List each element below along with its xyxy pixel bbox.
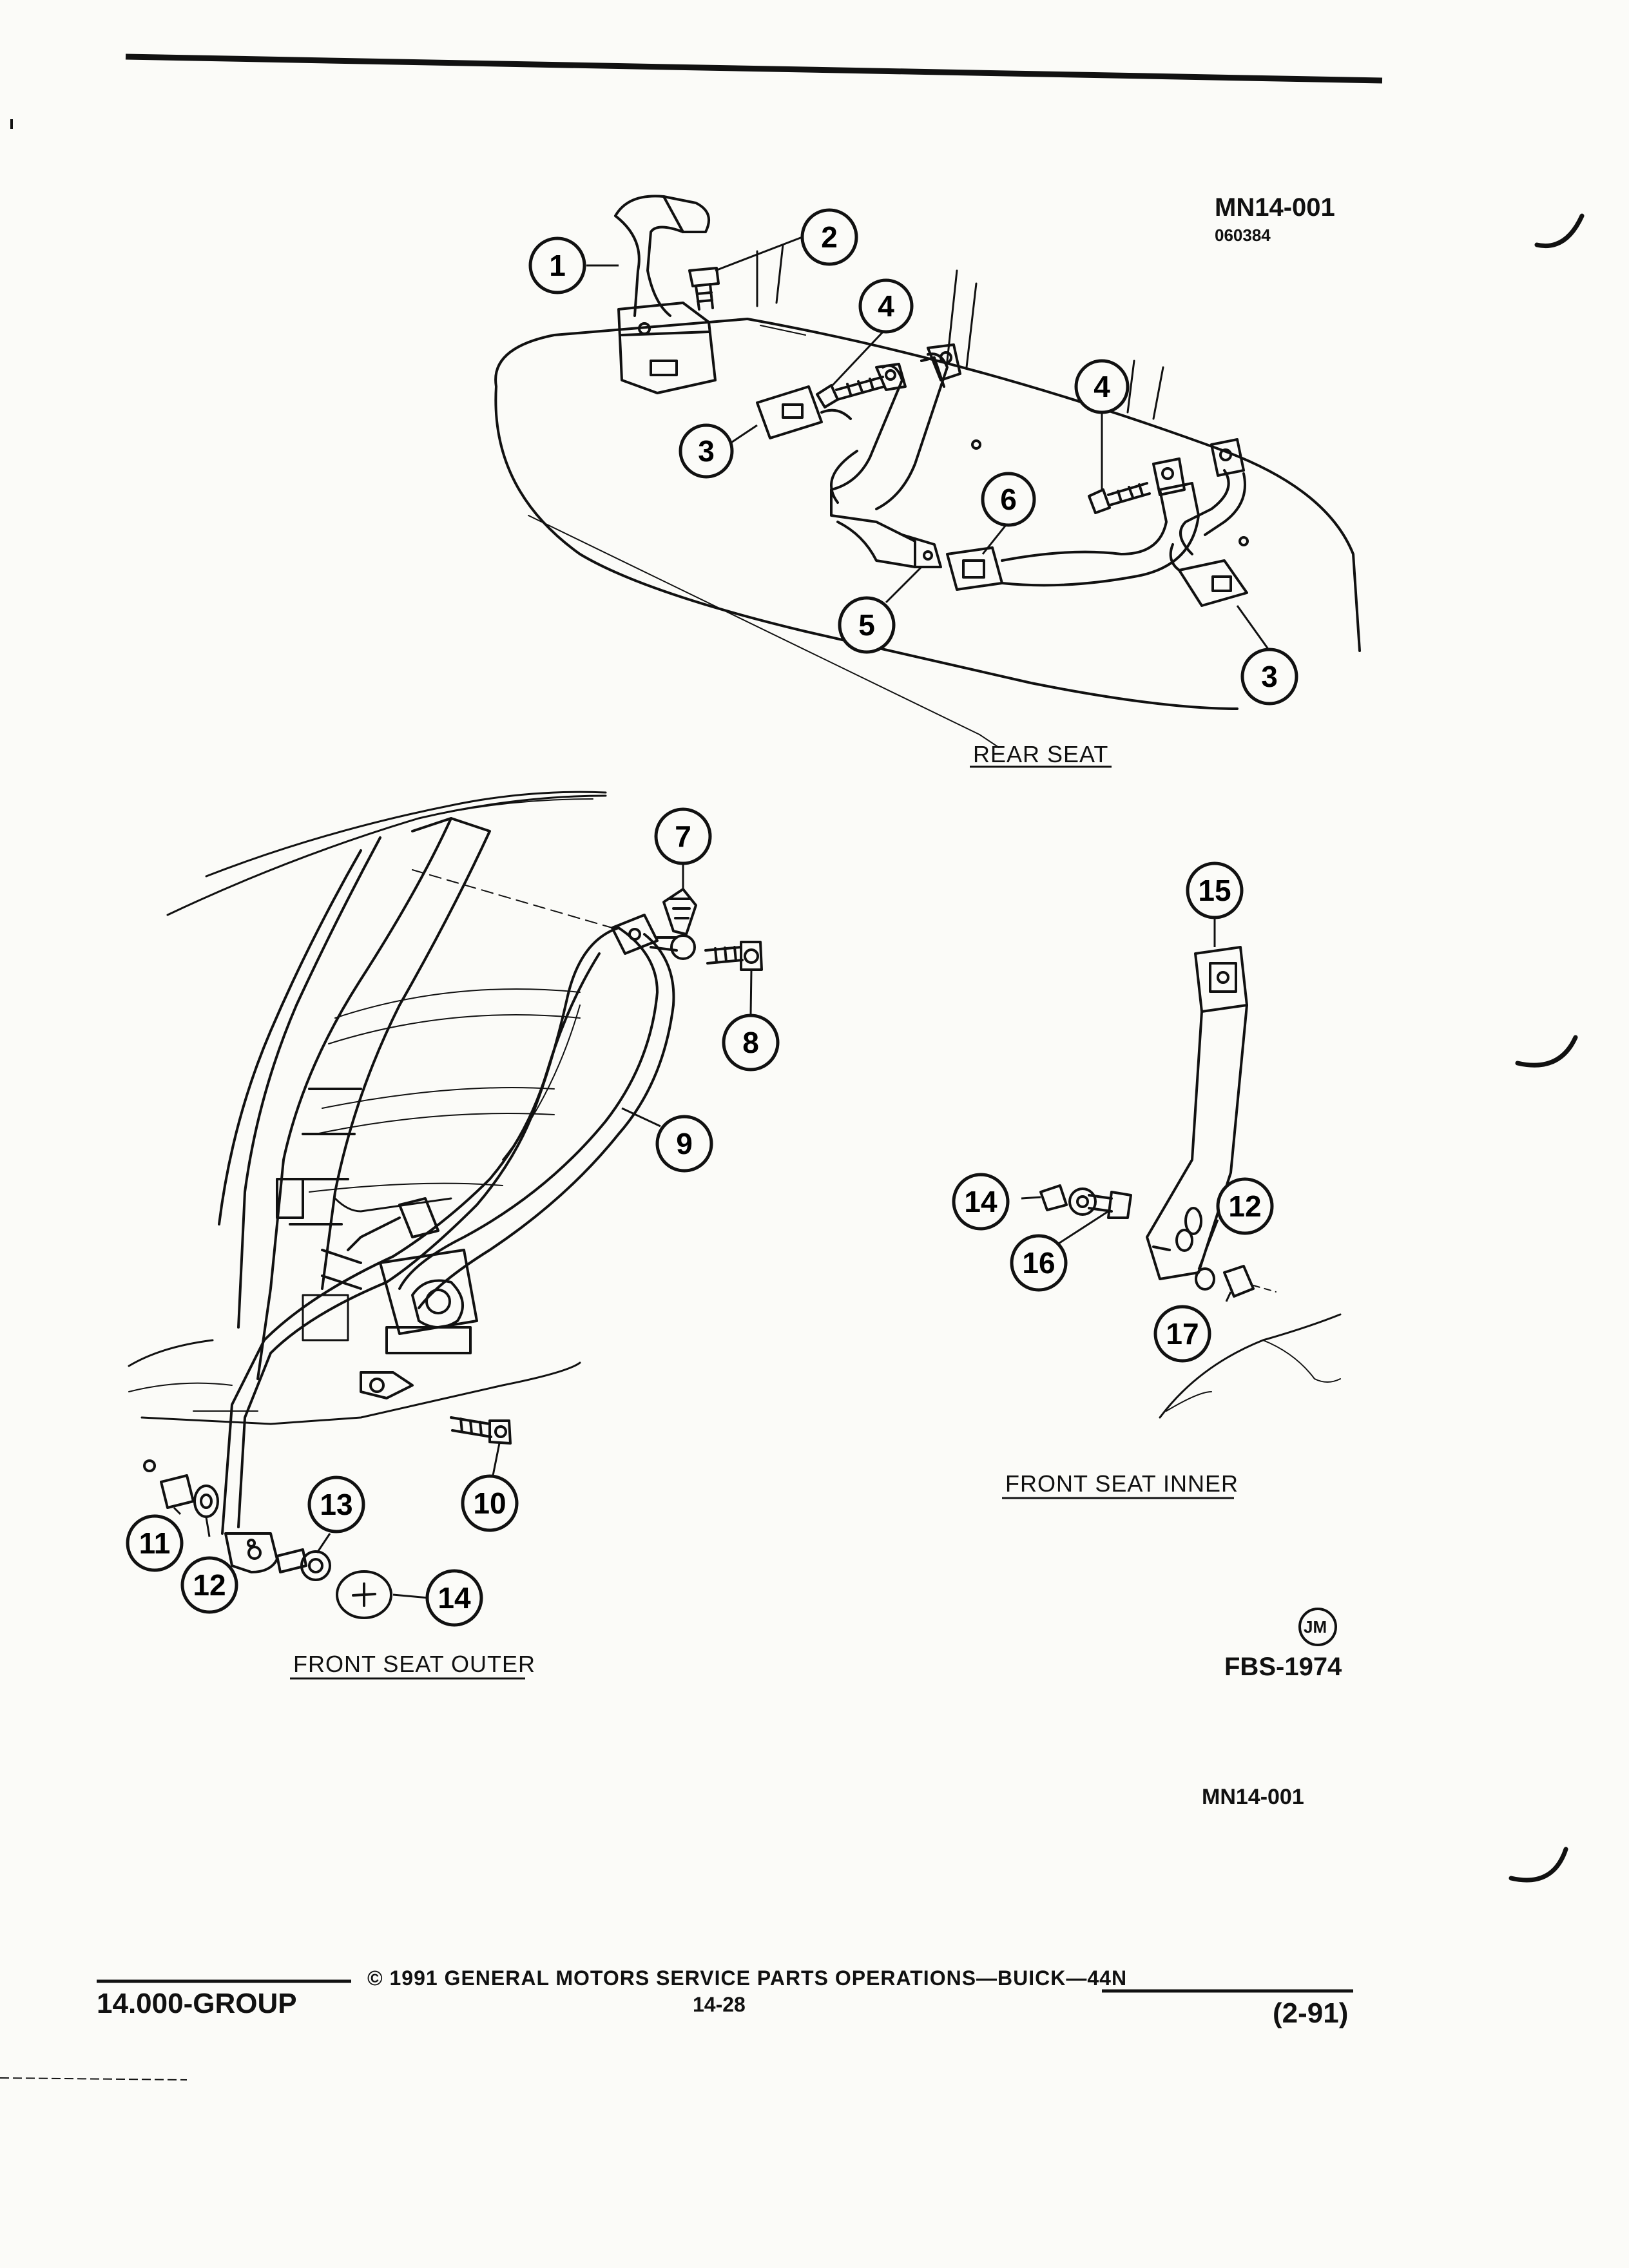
rear-buckle-right bbox=[1169, 543, 1248, 607]
front-outer-pillar bbox=[218, 817, 491, 1380]
callout-1: 1 bbox=[528, 236, 586, 294]
front-outer-window-lines bbox=[309, 988, 581, 1193]
rear-bolt-4-right bbox=[1088, 482, 1151, 514]
callout-8-label: 8 bbox=[742, 1026, 759, 1059]
front-outer-retractor bbox=[302, 1197, 478, 1399]
top-rule bbox=[125, 53, 1383, 84]
rear-bolt-4-left bbox=[816, 376, 885, 408]
callout-17-label: 17 bbox=[1166, 1317, 1199, 1350]
callout-7: 7 bbox=[654, 807, 712, 865]
header-subcode: 060384 bbox=[1215, 226, 1271, 245]
front-outer-parts-13-14 bbox=[276, 1548, 392, 1619]
callout-12-inner: 12 bbox=[1216, 1177, 1274, 1235]
front-inner-parts-12-17 bbox=[1195, 1265, 1277, 1298]
front-outer-bolt-10 bbox=[450, 1416, 512, 1445]
rear-anchor-right bbox=[875, 343, 981, 450]
front-inner-parts-14-16 bbox=[1039, 1184, 1132, 1219]
figure-code: MN14-001 bbox=[1202, 1785, 1304, 1809]
callout-2: 2 bbox=[800, 208, 858, 266]
front-outer-parts-11-12 bbox=[143, 1459, 219, 1518]
callout-4b: 4 bbox=[1074, 359, 1130, 414]
callout-12-inner-label: 12 bbox=[1228, 1189, 1261, 1223]
callout-14-outer-label: 14 bbox=[438, 1581, 471, 1615]
rear-retractor bbox=[614, 195, 717, 394]
footer-group: 14.000-GROUP bbox=[97, 1988, 297, 2019]
rear-buckle-left bbox=[756, 385, 852, 439]
front-outer-roof-lines bbox=[166, 791, 607, 916]
callout-15: 15 bbox=[1186, 861, 1244, 919]
front-inner-strap bbox=[1146, 1004, 1248, 1280]
callout-14-outer: 14 bbox=[425, 1569, 483, 1627]
callout-11-label: 11 bbox=[139, 1526, 171, 1560]
callout-3a: 3 bbox=[679, 423, 734, 479]
callout-1-label: 1 bbox=[549, 249, 566, 282]
rear-seat-label: REAR SEAT bbox=[973, 741, 1109, 767]
callout-15-label: 15 bbox=[1198, 874, 1231, 907]
callout-13: 13 bbox=[307, 1475, 365, 1533]
stamp-code: FBS-1974 bbox=[1224, 1653, 1342, 1681]
footer-copyright: © 1991 GENERAL MOTORS SERVICE PARTS OPER… bbox=[367, 1966, 1128, 1990]
front-outer-door-sill bbox=[128, 1339, 581, 1425]
callout-14-inner: 14 bbox=[952, 1173, 1010, 1231]
callout-9-label: 9 bbox=[676, 1127, 693, 1160]
front-outer-belt-9 bbox=[221, 927, 675, 1535]
callout-8: 8 bbox=[722, 1014, 780, 1072]
front-inner-buckle-15 bbox=[1194, 946, 1248, 1013]
callout-6: 6 bbox=[981, 472, 1036, 527]
callout-2-label: 2 bbox=[821, 220, 838, 254]
rear-seat-cushion bbox=[494, 318, 1361, 748]
rear-belt-5 bbox=[830, 352, 949, 568]
callout-3b-label: 3 bbox=[1261, 660, 1278, 693]
callout-4b-label: 4 bbox=[1094, 370, 1110, 403]
callout-3a-label: 3 bbox=[698, 434, 715, 468]
callout-16-label: 16 bbox=[1022, 1246, 1055, 1280]
callout-4a: 4 bbox=[858, 278, 914, 334]
callout-6-label: 6 bbox=[1000, 483, 1017, 516]
callout-markers: 1 2 4 3 4 6 5 3 7 8 9 15 14 16 12 17 10 … bbox=[126, 208, 1298, 1627]
callout-16: 16 bbox=[1010, 1234, 1068, 1292]
rear-bolt-2 bbox=[688, 267, 720, 311]
rear-anchor-plates bbox=[1152, 438, 1249, 555]
callout-10-label: 10 bbox=[473, 1486, 506, 1520]
callout-9: 9 bbox=[655, 1115, 713, 1173]
callout-12-outer: 12 bbox=[180, 1556, 238, 1614]
callout-17: 17 bbox=[1153, 1305, 1211, 1363]
front-seat-outer-label: FRONT SEAT OUTER bbox=[293, 1651, 536, 1677]
front-seat-inner-label: FRONT SEAT INNER bbox=[1005, 1470, 1239, 1497]
jm-logo: JM bbox=[1304, 1617, 1327, 1637]
footer-page: 14-28 bbox=[693, 1993, 746, 2016]
callout-7-label: 7 bbox=[675, 820, 691, 853]
header-code: MN14-001 bbox=[1215, 193, 1335, 222]
callout-14-inner-label: 14 bbox=[964, 1185, 998, 1218]
front-outer-lower-anchor bbox=[224, 1532, 278, 1573]
front-outer-top-anchor bbox=[412, 869, 763, 971]
footer-date: (2-91) bbox=[1273, 1997, 1349, 2029]
callout-10: 10 bbox=[461, 1474, 519, 1532]
callout-5: 5 bbox=[838, 596, 896, 654]
callout-12-outer-label: 12 bbox=[193, 1568, 226, 1602]
callout-11: 11 bbox=[126, 1514, 184, 1572]
callout-4a-label: 4 bbox=[878, 289, 894, 323]
callout-5-label: 5 bbox=[858, 608, 875, 642]
front-inner-seat-edge bbox=[1159, 1313, 1342, 1419]
callout-3b: 3 bbox=[1240, 648, 1298, 706]
callout-13-label: 13 bbox=[320, 1488, 352, 1521]
